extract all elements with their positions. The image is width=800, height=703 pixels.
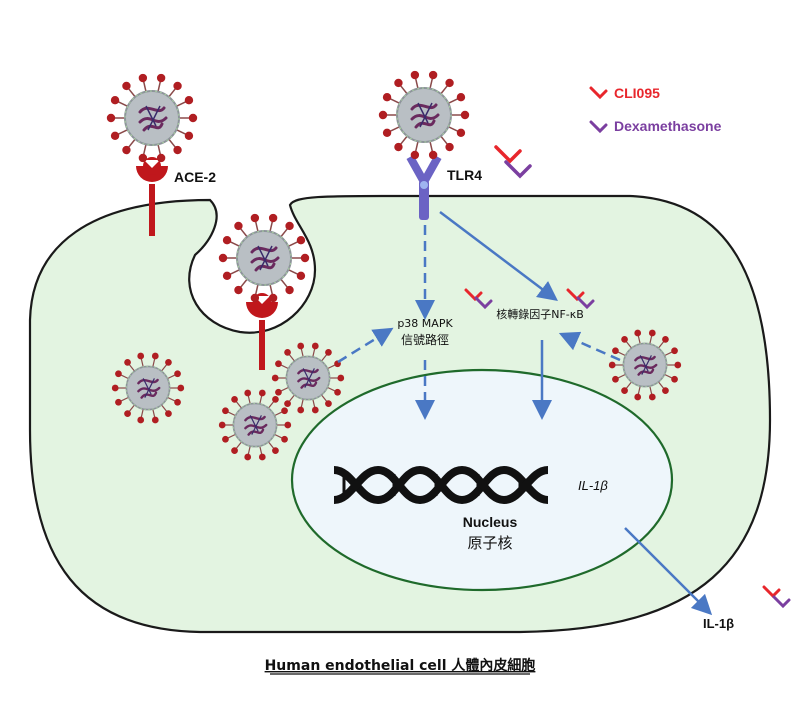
coronavirus-icon [608,329,682,401]
il1b-output-label: IL-1β [703,616,734,631]
cli095-inhibitor-il1b-icon [762,585,781,599]
p38-pathway-label: 信號路徑 [401,332,449,347]
coronavirus-icon [111,352,185,424]
nucleus-chinese-label: 原子核 [467,534,512,552]
dexamethasone-inhibitor-tlr4-icon [504,160,532,179]
virus-group [106,70,682,461]
nucleus-label: Nucleus [463,514,518,530]
cli095-legend-label: CLI095 [614,85,660,101]
coronavirus-icon [218,389,292,461]
cli095-inhibitor-tlr4-icon [494,145,522,164]
figure-caption: Human endothelial cell 人體內皮細胞 [265,657,536,674]
dna-double-helix-icon [333,465,549,505]
ace2-label: ACE-2 [174,169,216,185]
il1b-gene-label: IL-1β [578,478,608,493]
dexamethasone-inhibitor-nfkb-icon [576,296,595,310]
coronavirus-icon [106,73,198,163]
tlr4-label: TLR4 [447,167,482,183]
inhibitors [464,86,791,609]
coronavirus-icon [218,213,310,303]
dexamethasone-legend-label: Dexamethasone [614,118,722,134]
dexamethasone-inhibitor-p38-icon [474,296,493,310]
nfkb-label: 核轉錄因子NF-κB [496,307,584,321]
p38-mapk-label: p38 MAPK [397,317,453,330]
cli095-legend-icon [589,86,608,100]
ace2-receptor [136,157,168,236]
coronavirus-icon [378,70,470,160]
dexamethasone-legend-icon [589,120,608,134]
tlr4-receptor [406,155,442,220]
signal-arrows [337,211,713,616]
dexamethasone-inhibitor-il1b-icon [772,595,791,609]
